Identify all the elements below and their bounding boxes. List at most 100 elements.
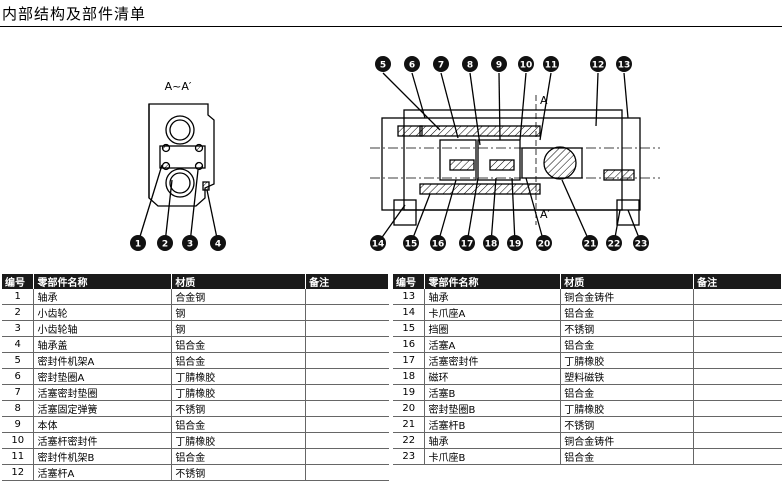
callout-marker [130,235,146,251]
cell-material: 丁腈橡胶 [171,384,307,401]
callout-marker [518,56,534,72]
cell-name: 活塞A [424,336,562,353]
cell-name: 卡爪座B [424,448,562,465]
cell-note [693,368,782,385]
section-label: A~A′ [165,80,192,93]
cell-material: 不锈钢 [560,416,695,433]
cell-material: 铝合金 [560,304,695,321]
cell-no: 3 [2,320,35,337]
callout-number: 2 [162,240,168,250]
callout-marker [543,56,559,72]
callout-number: 22 [608,240,621,250]
cell-note [693,352,782,369]
cell-material: 不锈钢 [171,400,307,417]
callout-marker [459,235,475,251]
callout-number: 8 [467,61,473,71]
cell-material: 铝合金 [560,448,695,465]
cell-name: 活塞杆A [33,464,173,481]
header-note: 备注 [693,274,782,289]
callout-marker [507,235,523,251]
cell-name: 小齿轮轴 [33,320,173,337]
callout-number: 5 [380,61,386,71]
page-title: 内部结构及部件清单 [2,5,147,23]
cell-name: 卡爪座A [424,304,562,321]
cell-material: 铝合金 [171,448,307,465]
cell-name: 密封垫圈A [33,368,173,385]
cell-name: 活塞密封件 [424,352,562,369]
cell-note [305,400,389,417]
cell-material: 钢 [171,320,307,337]
callout-marker [370,235,386,251]
cell-note [693,304,782,321]
cell-note [693,448,782,465]
cell-no: 18 [393,368,426,385]
cell-no: 22 [393,432,426,449]
cell-note [305,320,389,337]
cell-name: 密封件机架B [33,448,173,465]
callout-marker [483,235,499,251]
header-name: 零部件名称 [33,274,173,289]
cell-material: 丁腈橡胶 [171,432,307,449]
cell-note [305,416,389,433]
callout-marker [606,235,622,251]
cell-material: 铜合金铸件 [560,289,695,305]
cell-note [693,384,782,401]
cell-no: 20 [393,400,426,417]
callout-number: 10 [520,61,533,71]
header-no: 编号 [393,274,426,289]
cell-no: 8 [2,400,35,417]
callout-number: 20 [538,240,551,250]
cell-no: 10 [2,432,35,449]
cell-material: 铜合金铸件 [560,432,695,449]
cross-section-drawing: A~A′ A A′ [130,56,660,251]
cell-material: 合金钢 [171,289,307,305]
callout-marker [491,56,507,72]
cell-material: 丁腈橡胶 [560,352,695,369]
cell-no: 6 [2,368,35,385]
cell-note [305,368,389,385]
callout-marker [403,235,419,251]
callout-marker [433,56,449,72]
cell-no: 19 [393,384,426,401]
main-view: A A′ [370,72,660,244]
cell-no: 5 [2,352,35,369]
cell-note [693,320,782,337]
cell-note [693,400,782,417]
cell-no: 13 [393,289,426,305]
callout-marker [616,56,632,72]
cell-name: 本体 [33,416,173,433]
callout-number: 21 [584,240,597,250]
cell-note [305,304,389,321]
cell-note [693,289,782,305]
cell-material: 丁腈橡胶 [560,400,695,417]
callout-number: 14 [372,240,385,250]
section-view: A~A′ [137,80,219,244]
callout-number: 12 [592,61,605,71]
cell-no: 9 [2,416,35,433]
cell-no: 23 [393,448,426,465]
cell-note [305,289,389,305]
table-header-row: 编号 零部件名称 材质 备注 [393,274,782,289]
callout-marker [375,56,391,72]
cell-material: 铝合金 [560,384,695,401]
cell-note [305,448,389,465]
callout-marker [404,56,420,72]
callout-marker [582,235,598,251]
cell-name: 活塞固定弹簧 [33,400,173,417]
cell-name: 活塞杆B [424,416,562,433]
cell-no: 12 [2,464,35,481]
table-header-row: 编号 零部件名称 材质 备注 [2,274,389,289]
cell-no: 7 [2,384,35,401]
